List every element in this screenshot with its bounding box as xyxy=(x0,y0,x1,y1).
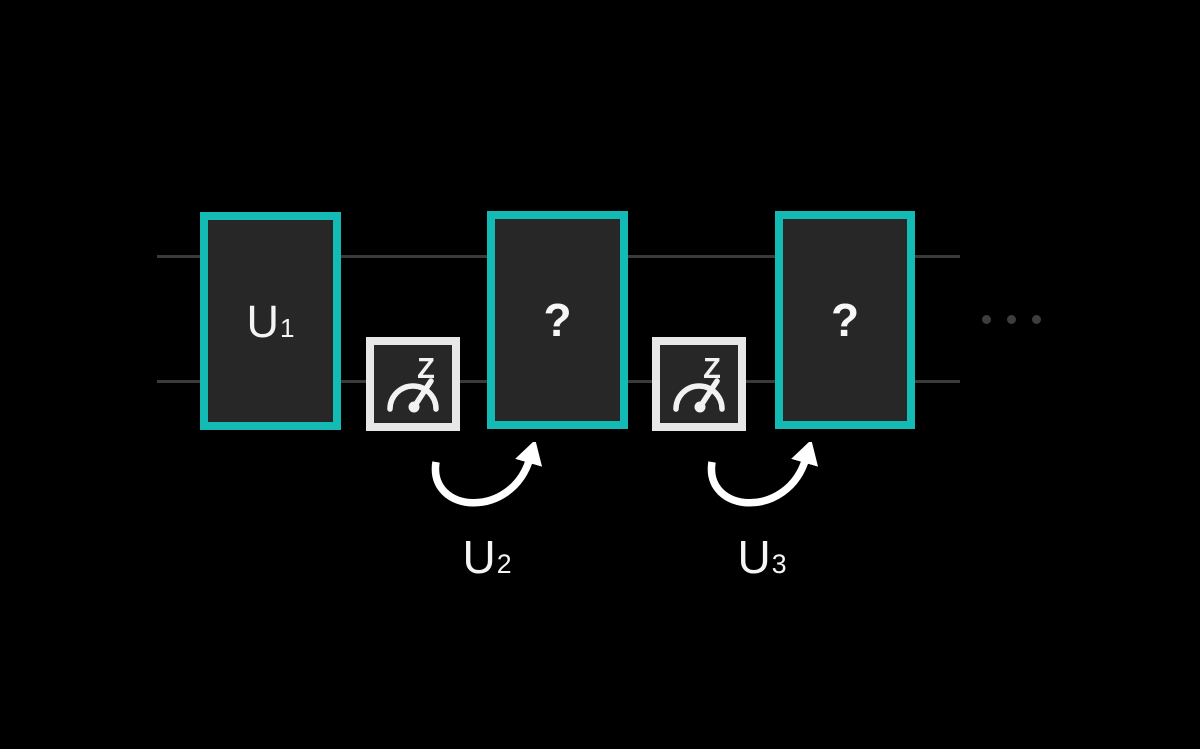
feedforward-label-u3: U3 xyxy=(737,531,787,583)
feedforward-arrow-2 xyxy=(707,442,819,507)
feedforward-arrow-1 xyxy=(431,442,543,507)
gauge-arc xyxy=(387,383,439,412)
feedforward-u3-subscript: 3 xyxy=(771,549,787,579)
meter-gauge-icon: Z xyxy=(673,353,725,413)
arrow-arc xyxy=(431,442,543,507)
unknown-gate-1: ? xyxy=(487,211,628,429)
unknown-gate-2: ? xyxy=(775,211,915,429)
gauge-pivot xyxy=(408,401,420,413)
meter-gauge-icon: Z xyxy=(387,353,439,413)
arrow-arc xyxy=(707,442,819,507)
z-basis-label: Z xyxy=(703,353,721,385)
z-basis-label: Z xyxy=(417,353,435,385)
gauge-pivot xyxy=(694,401,706,413)
gate-u1-label: U1 xyxy=(246,295,295,347)
gate-u1-subscript: 1 xyxy=(279,312,295,343)
gauge-arc xyxy=(673,383,725,412)
measurement-gate-1: Z xyxy=(366,337,460,431)
question-mark-label: ? xyxy=(543,294,572,346)
ellipsis-dot xyxy=(1007,315,1016,324)
unitary-gate-u1: U1 xyxy=(200,212,341,430)
ellipsis-icon xyxy=(982,315,1041,324)
feedforward-u2-subscript: 2 xyxy=(496,549,512,579)
ellipsis-dot xyxy=(982,315,991,324)
question-mark-label: ? xyxy=(830,294,860,346)
ellipsis-dot xyxy=(1032,315,1041,324)
measurement-gate-2: Z xyxy=(652,337,746,431)
feedforward-label-u2: U2 xyxy=(462,531,512,583)
